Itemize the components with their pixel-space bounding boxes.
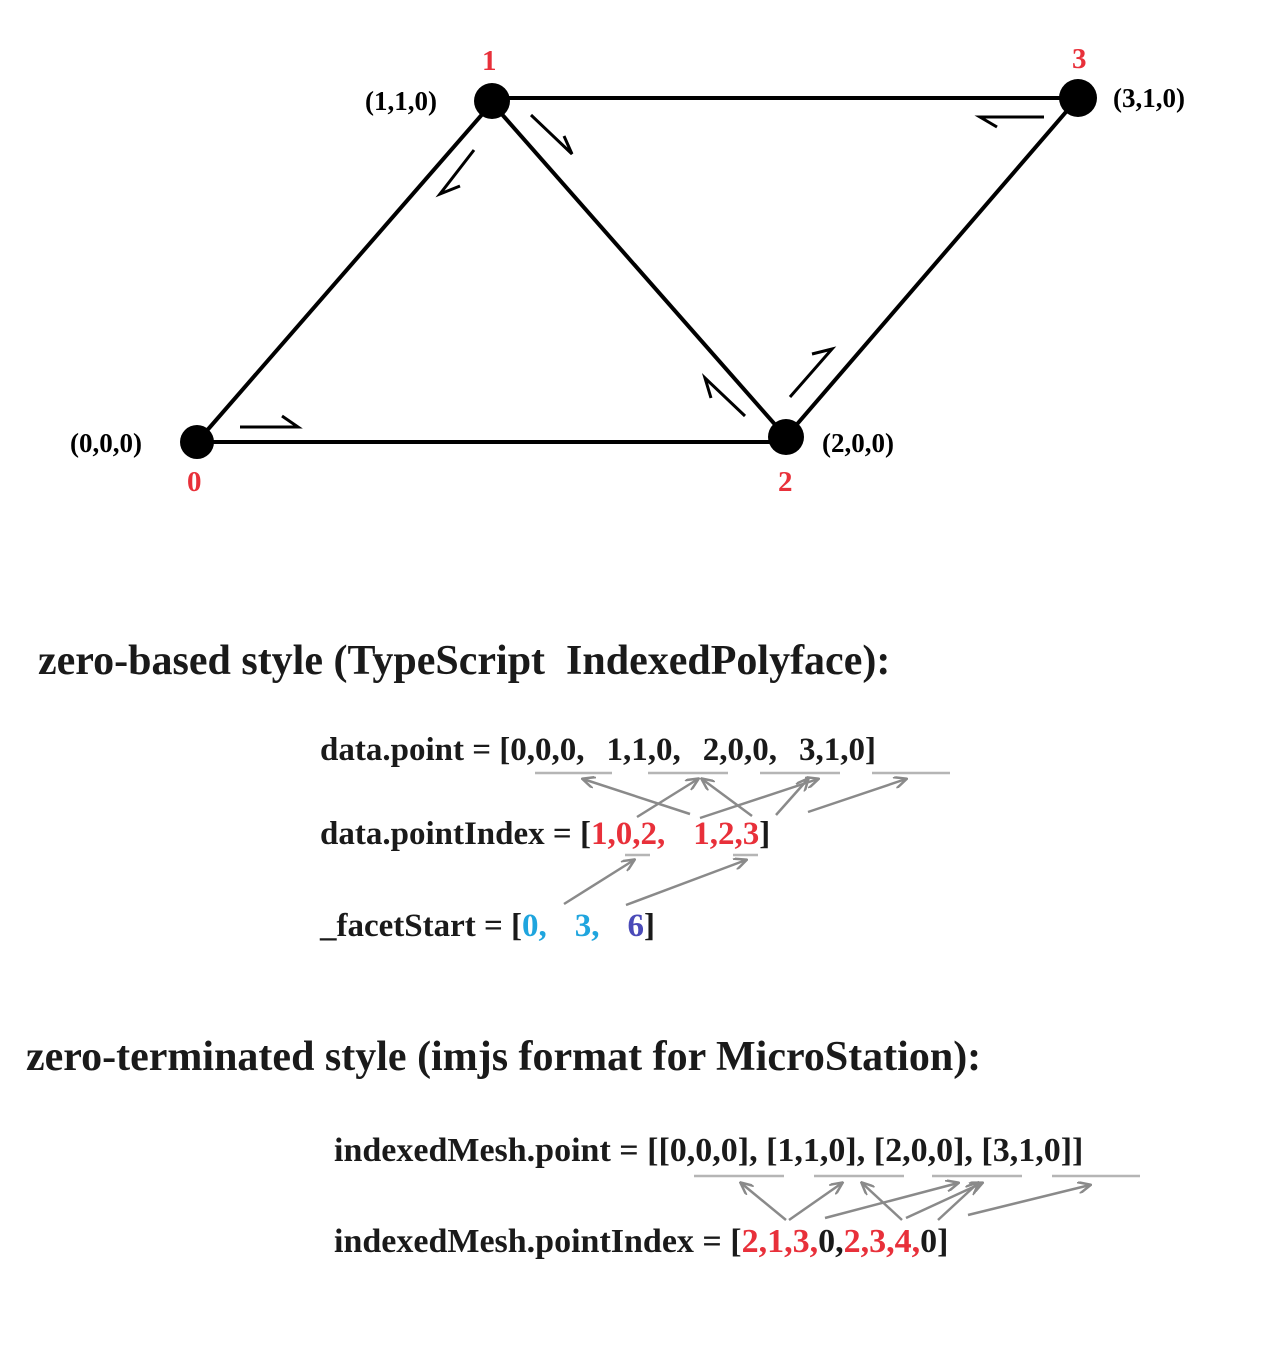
pointer-index-1-to-point-1: [636, 779, 698, 819]
data-point-2: 2,0,0,: [703, 732, 777, 768]
pointer-facetStart-0: [563, 860, 634, 906]
indexedMesh-pointIndex-terminator-0: 0,: [818, 1223, 844, 1260]
mesh-pointer-f: [937, 1183, 978, 1221]
indexedMesh-pointIndex-terminator-1: 0: [920, 1223, 937, 1260]
zero-terminated-heading: zero-terminated style (imjs format for M…: [26, 1034, 981, 1080]
indexedMesh-pointIndex-line: indexedMesh.pointIndex = [2,1,3,0,2,3,4,…: [334, 1223, 948, 1260]
vertex-0: [180, 425, 214, 459]
indexedMesh-pointIndex-close: ]: [937, 1223, 948, 1260]
direction-arrow-0-2: [240, 414, 303, 429]
pointer-index-0-to-point-0: [583, 779, 691, 816]
pointer-index-2-to-point-2: [699, 779, 818, 820]
data-point-label: data.point = [: [320, 732, 510, 768]
zero-based-section: zero-based style (TypeScript IndexedPoly…: [38, 638, 950, 944]
edge-1-2: [490, 101, 788, 439]
edge-2-3: [784, 96, 1080, 439]
vertex-index-3: 3: [1072, 43, 1087, 75]
indexedMesh-pointIndex-label: indexedMesh.pointIndex = [: [334, 1223, 742, 1260]
data-pointIndex-facet-0: 1,0,2,: [591, 816, 665, 852]
mesh-pointer-b: [788, 1183, 842, 1222]
data-point-3: 3,1,0: [799, 732, 865, 768]
indexedMesh-point-line: indexedMesh.point = [[0,0,0], [1,1,0], […: [334, 1132, 1083, 1169]
mesh-edges: [195, 96, 1080, 444]
vertex-index-1: 1: [482, 45, 497, 77]
facetStart-label: _facetStart = [: [319, 908, 522, 944]
vertex-1: [474, 83, 510, 119]
data-point-1: 1,1,0,: [607, 732, 681, 768]
data-pointIndex-facet-1: 1,2,3: [693, 816, 759, 852]
direction-arrow-1-2: [529, 113, 574, 156]
pointer-index-1b-to-point-1: [702, 779, 753, 818]
facet-direction-arrows: [240, 113, 1044, 429]
vertex-coord-0: (0,0,0): [70, 428, 142, 458]
vertex-index-0: 0: [187, 466, 202, 498]
vertex-coord-3: (3,1,0): [1113, 83, 1185, 113]
vertex-2: [768, 419, 804, 455]
data-pointIndex-label: data.pointIndex = [: [320, 816, 591, 852]
mesh-vertices: [180, 79, 1097, 459]
vertex-labels: (0,0,0) 0 (1,1,0) 1 (2,0,0) 2 (3,1,0) 3: [70, 43, 1185, 498]
direction-arrow-2-3: [788, 346, 837, 398]
facetStart-line: _facetStart = [0, 3, 6]: [319, 908, 655, 944]
data-pointIndex-line: data.pointIndex = [1,0,2, 1,2,3]: [320, 816, 770, 852]
edge-0-1: [195, 101, 494, 444]
mesh-pointer-g: [967, 1185, 1090, 1217]
vertex-3: [1059, 79, 1097, 117]
pointer-index-2b-to-point-2: [775, 779, 808, 816]
pointer-facetStart-3: [625, 860, 746, 907]
facetStart-0: 0,: [522, 908, 547, 944]
indexedMesh-pointIndex-facet-1: 2,3,4,: [844, 1223, 921, 1260]
direction-arrow-2-1: [701, 373, 747, 418]
data-point-close: ]: [865, 732, 876, 768]
pointer-index-3-to-point-3: [807, 779, 906, 814]
vertex-index-2: 2: [778, 466, 793, 498]
indexedMesh-pointIndex-facet-0: 2,1,3,: [742, 1223, 819, 1260]
facetStart-2: 6: [628, 908, 645, 944]
zero-terminated-pointer-arrows: [741, 1183, 1090, 1222]
mesh-pointer-d: [862, 1183, 903, 1221]
vertex-coord-2: (2,0,0): [822, 428, 894, 458]
mesh-pointer-a: [741, 1183, 787, 1221]
zero-terminated-section: zero-terminated style (imjs format for M…: [26, 1034, 1140, 1260]
mesh-pointer-c: [824, 1183, 958, 1220]
data-point-0: 0,0,0,: [510, 732, 584, 768]
zero-based-heading: zero-based style (TypeScript IndexedPoly…: [38, 638, 890, 684]
direction-arrow-1-0: [435, 149, 476, 198]
direction-arrow-3-1: [974, 115, 1044, 129]
zero-based-pointer-arrows: [563, 779, 906, 907]
vertex-coord-1: (1,1,0): [365, 86, 437, 116]
data-pointIndex-close: ]: [759, 816, 770, 852]
data-point-line: data.point = [0,0,0, 1,1,0, 2,0,0, 3,1,0]: [320, 732, 876, 768]
facetStart-1: 3,: [575, 908, 600, 944]
facetStart-close: ]: [644, 908, 655, 944]
